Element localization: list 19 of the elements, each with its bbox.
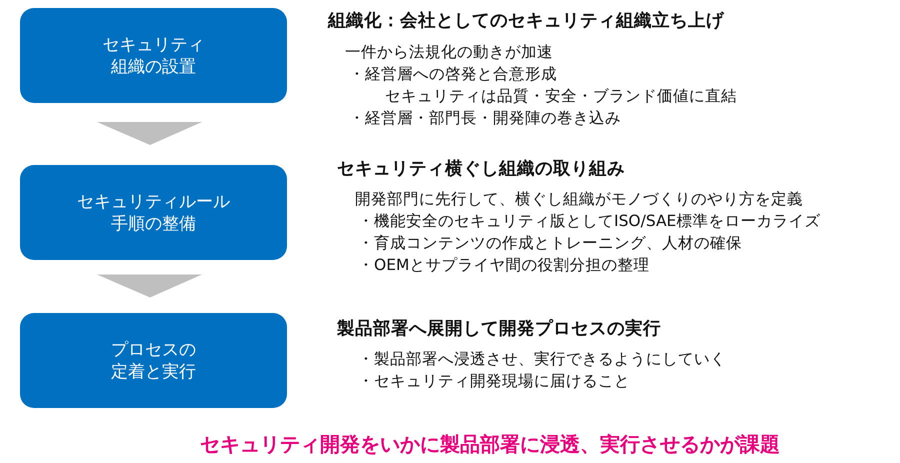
bullet-text: ・経営層への啓発と合意形成 xyxy=(349,65,557,83)
bullet-text: 一件から法規化の動きが加速 xyxy=(345,43,553,61)
bullet-text: ・セキュリティ開発現場に届けること xyxy=(358,372,630,390)
bullet-text: 開発部門に先行して、横ぐし組織がモノづくりのやり方を定義 xyxy=(355,190,803,208)
chevron-arrow xyxy=(97,274,202,298)
bullet-text: ・機能安全のセキュリティ版としてISO/SAE標準をローカライズ xyxy=(358,212,820,230)
chevron-arrow xyxy=(97,122,202,145)
bullet-text: ・経営層・部門長・開発陣の巻き込み xyxy=(349,109,621,127)
bullet-text: セキュリティは品質・安全・ブランド価値に直結 xyxy=(385,87,737,105)
section-heading: セキュリティ横ぐし組織の取り組み xyxy=(337,160,625,178)
section-heading: 製品部署へ展開して開発プロセスの実行 xyxy=(337,320,661,338)
section-heading: 組織化：会社としてのセキュリティ組織立ち上げ xyxy=(328,12,724,30)
conclusion-text: セキュリティ開発をいかに製品部署に浸透、実行させるかが課題 xyxy=(199,432,781,456)
bullet-text: ・製品部署へ浸透させ、実行できるようにしていく xyxy=(358,350,726,368)
process-box: プロセスの定着と実行 xyxy=(20,313,287,408)
process-box: セキュリティルール手順の整備 xyxy=(20,165,287,260)
bullet-text: ・育成コンテンツの作成とトレーニング、人材の確保 xyxy=(358,234,742,252)
process-box: セキュリティ組織の設置 xyxy=(20,8,287,103)
bullet-text: ・OEMとサプライヤ間の役割分担の整理 xyxy=(358,256,650,274)
